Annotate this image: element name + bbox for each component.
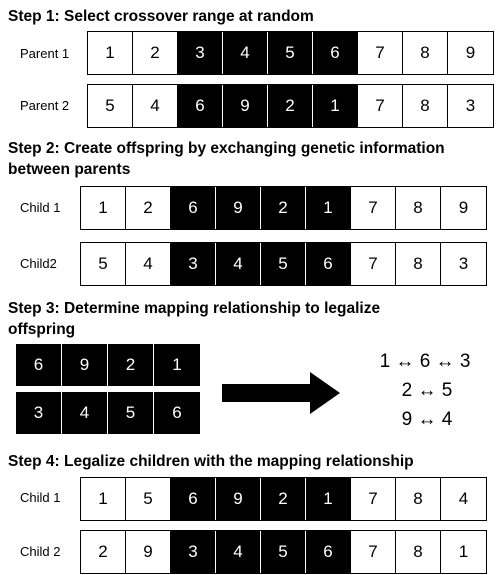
legal-child2-label: Child 2: [20, 544, 61, 559]
child1-label: Child 1: [20, 200, 61, 215]
gene-cell: 4: [441, 478, 486, 520]
child2-label: Child2: [20, 256, 57, 271]
gene-cell: 2: [261, 478, 306, 520]
gene-cell: 4: [223, 32, 268, 74]
gene-cell: 1: [88, 32, 133, 74]
mapping-gene-cell: 1: [154, 344, 200, 386]
step3-heading: Step 3: Determine mapping relationship t…: [8, 300, 381, 317]
gene-cell: 3: [448, 85, 493, 127]
gene-cell: 5: [261, 531, 306, 573]
gene-cell: 7: [351, 243, 396, 285]
gene-cell: 7: [351, 478, 396, 520]
gene-cell: 1: [81, 478, 126, 520]
gene-cell: 7: [358, 32, 403, 74]
gene-cell: 8: [396, 531, 441, 573]
gene-cell: 5: [268, 32, 313, 74]
gene-cell: 9: [216, 187, 261, 229]
gene-cell: 9: [126, 531, 171, 573]
gene-cell: 2: [261, 187, 306, 229]
parent1-label: Parent 1: [20, 46, 70, 61]
gene-cell: 8: [396, 187, 441, 229]
gene-cell: 3: [171, 531, 216, 573]
mapping-gene-cell: 6: [16, 344, 62, 386]
gene-cell: 8: [403, 85, 448, 127]
mapping-gene-cell: 3: [16, 392, 62, 434]
gene-cell: 1: [81, 187, 126, 229]
step2-heading: Step 2: Create offspring by exchanging g…: [8, 140, 445, 157]
gene-cell: 6: [306, 243, 351, 285]
gene-cell: 4: [133, 85, 178, 127]
gene-cell: 7: [351, 531, 396, 573]
step3-heading-continued: offspring: [8, 321, 76, 338]
gene-cell: 3: [178, 32, 223, 74]
right-arrow-icon: [222, 372, 340, 414]
gene-cell: 6: [178, 85, 223, 127]
gene-cell: 8: [396, 478, 441, 520]
gene-cell: 1: [306, 187, 351, 229]
mapping-gene-cell: 4: [62, 392, 108, 434]
gene-cell: 7: [358, 85, 403, 127]
gene-cell: 9: [441, 187, 486, 229]
gene-cell: 4: [126, 243, 171, 285]
gene-cell: 2: [81, 531, 126, 573]
gene-cell: 5: [126, 478, 171, 520]
gene-cell: 8: [403, 32, 448, 74]
parent2-label: Parent 2: [20, 98, 70, 113]
gene-cell: 5: [261, 243, 306, 285]
gene-cell: 6: [306, 531, 351, 573]
gene-cell: 6: [313, 32, 358, 74]
mapping-gene-cell: 6: [154, 392, 200, 434]
gene-cell: 1: [306, 478, 351, 520]
gene-cell: 2: [133, 32, 178, 74]
legal-child1-label: Child 1: [20, 490, 61, 505]
gene-cell: 2: [268, 85, 313, 127]
step4-heading: Step 4: Legalize children with the mappi…: [8, 453, 414, 470]
gene-cell: 5: [88, 85, 133, 127]
gene-cell: 9: [448, 32, 493, 74]
mapping-gene-cell: 9: [62, 344, 108, 386]
gene-cell: 9: [223, 85, 268, 127]
step1-heading: Step 1: Select crossover range at random: [8, 8, 314, 25]
gene-cell: 1: [441, 531, 486, 573]
gene-cell: 1: [313, 85, 358, 127]
gene-cell: 3: [441, 243, 486, 285]
mapping-relation-2: 2 ↔ 5: [401, 380, 453, 401]
gene-cell: 2: [126, 187, 171, 229]
gene-cell: 3: [171, 243, 216, 285]
gene-cell: 9: [216, 478, 261, 520]
gene-cell: 6: [171, 187, 216, 229]
mapping-relation-3: 9 ↔ 4: [401, 409, 453, 430]
gene-cell: 8: [396, 243, 441, 285]
gene-cell: 4: [216, 243, 261, 285]
step2-heading-continued: between parents: [8, 161, 131, 178]
gene-cell: 6: [171, 478, 216, 520]
mapping-relation-1: 1 ↔ 6 ↔ 3: [379, 351, 471, 372]
gene-cell: 7: [351, 187, 396, 229]
gene-cell: 5: [81, 243, 126, 285]
mapping-gene-cell: 2: [108, 344, 154, 386]
gene-cell: 4: [216, 531, 261, 573]
mapping-gene-cell: 5: [108, 392, 154, 434]
